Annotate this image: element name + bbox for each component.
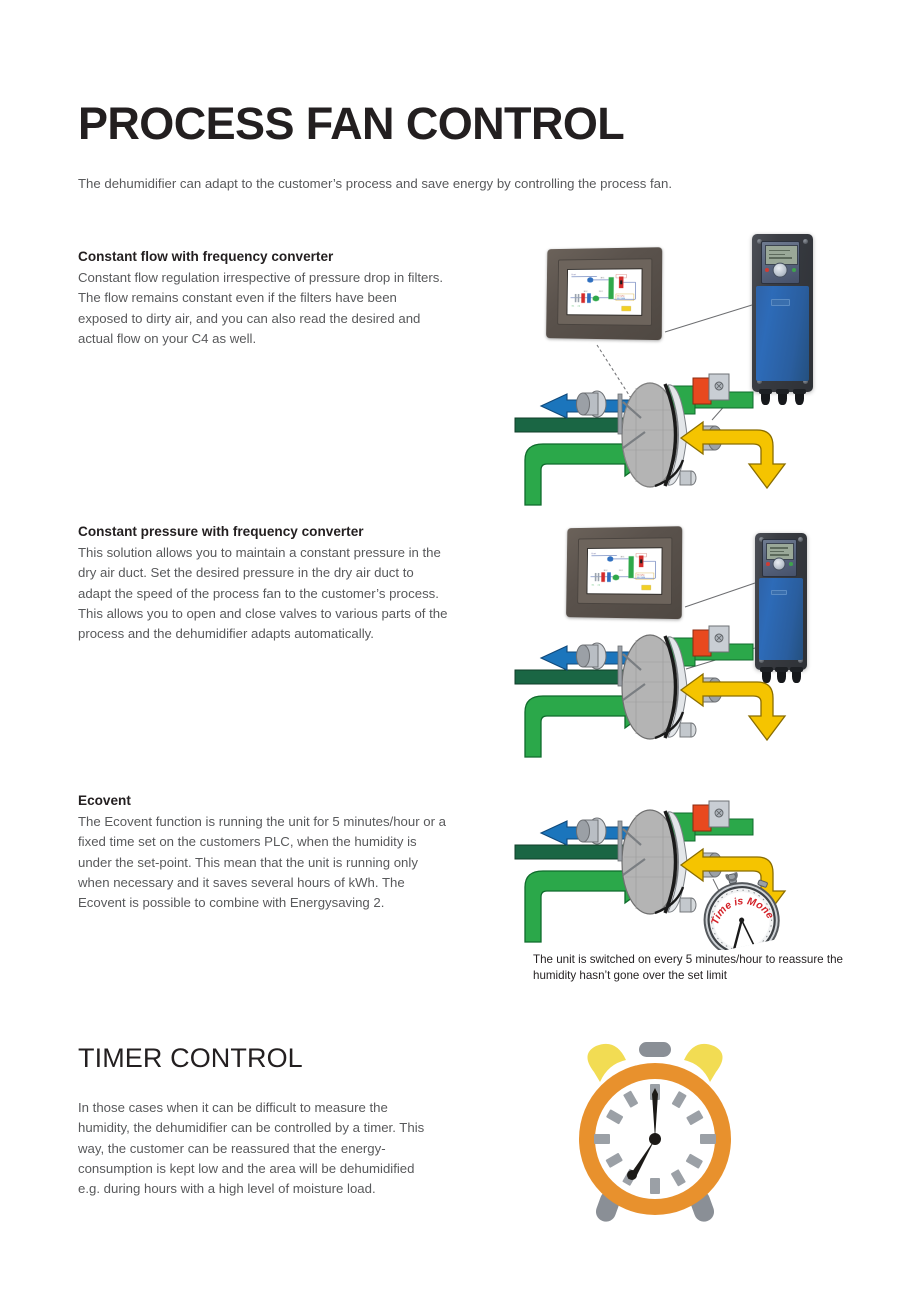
hmi-bezel-inner: Duct — [557, 258, 653, 326]
cable-gland — [775, 667, 788, 683]
converter-badge — [771, 589, 788, 596]
svg-text:21°C: 21°C — [599, 291, 604, 293]
converter-badge — [770, 299, 790, 306]
bell-left-icon — [587, 1043, 626, 1082]
desiccant-rotor — [617, 382, 697, 488]
start-button-icon[interactable] — [791, 267, 797, 273]
cable-gland — [760, 667, 773, 683]
converter-keypad — [760, 241, 801, 285]
intro-paragraph: The dehumidifier can adapt to the custom… — [78, 176, 673, 191]
svg-text:18°C: 18°C — [604, 570, 609, 572]
desiccant-rotor — [617, 809, 697, 915]
screw-icon — [757, 239, 762, 244]
svg-text:21°C: 21°C — [619, 570, 624, 572]
desiccant-dehumidifier-airflow-diagram — [514, 373, 787, 506]
duct-collar — [576, 817, 607, 845]
clock-hands — [627, 1088, 661, 1180]
converter-body — [756, 286, 809, 381]
regeneration-heater — [692, 800, 730, 832]
cable-gland — [759, 389, 772, 405]
alarm-button-icon — [639, 1042, 671, 1057]
screw-icon — [759, 537, 764, 542]
alarm-clock — [579, 1042, 731, 1222]
svg-text:2.4: 2.4 — [598, 585, 600, 587]
ecovent-caption: The unit is switched on every 5 minutes/… — [533, 953, 843, 983]
timer-control-body: In those cases when it can be difficult … — [78, 1100, 425, 1197]
bell-right-icon — [684, 1043, 723, 1082]
screw-icon — [798, 658, 803, 663]
regeneration-heater — [692, 373, 730, 405]
stop-button-icon[interactable] — [764, 267, 770, 273]
frequency-converter — [752, 234, 813, 405]
svg-text:18.2 %RH: 18.2 %RH — [637, 577, 646, 579]
hmi-touch-panel: Duct — [566, 526, 683, 620]
section-body-constant-pressure: This solution allows you to maintain a c… — [78, 545, 448, 642]
start-button-icon[interactable] — [789, 562, 793, 567]
section-heading-ecovent: Ecovent — [78, 793, 131, 808]
desiccant-dehumidifier-airflow-diagram — [514, 625, 787, 758]
page-title: PROCESS FAN CONTROL — [78, 98, 625, 149]
svg-text:36°C: 36°C — [601, 278, 606, 280]
hmi-touch-panel: Duct — [546, 247, 663, 341]
hmi-process-schematic: Duct — [567, 269, 642, 315]
svg-text:18°C: 18°C — [584, 291, 589, 293]
screw-icon — [803, 239, 808, 244]
converter-navigation-wheel[interactable] — [773, 262, 788, 278]
hmi-screen: Duct — [586, 547, 663, 595]
desiccant-rotor — [617, 634, 697, 740]
svg-text:2.4: 2.4 — [578, 306, 580, 308]
screw-icon — [759, 658, 764, 663]
hmi-bezel-inner: Duct — [577, 537, 673, 605]
stop-button-icon[interactable] — [765, 562, 770, 567]
duct-collar — [576, 390, 607, 418]
screw-icon — [757, 379, 762, 384]
cable-gland — [793, 389, 806, 405]
hmi-screen: Duct — [566, 268, 643, 316]
svg-text:8.1: 8.1 — [572, 306, 574, 308]
svg-text:36°C: 36°C — [621, 557, 626, 559]
svg-text:18.2 %RH: 18.2 %RH — [617, 298, 626, 300]
timer-control-heading: TIMER CONTROL — [78, 1043, 303, 1073]
svg-text:Duct: Duct — [592, 552, 597, 555]
svg-text:24.0 g/kg: 24.0 g/kg — [617, 296, 624, 298]
stopwatch: Time is Money — [697, 872, 780, 950]
section-body-constant-flow: Constant flow regulation irrespective of… — [78, 270, 444, 346]
svg-text:Duct: Duct — [572, 273, 577, 276]
frequency-converter — [755, 533, 807, 683]
svg-text:24.0 g/kg: 24.0 g/kg — [637, 575, 644, 577]
screw-icon — [803, 379, 808, 384]
converter-navigation-wheel[interactable] — [772, 557, 786, 571]
cable-gland — [776, 389, 789, 405]
converter-lcd-display — [766, 543, 795, 560]
duct-collar — [576, 642, 607, 670]
section-heading-constant-flow: Constant flow with frequency converter — [78, 249, 334, 264]
section-body-ecovent: The Ecovent function is running the unit… — [78, 814, 446, 911]
converter-keypad — [762, 539, 797, 577]
section-heading-constant-pressure: Constant pressure with frequency convert… — [78, 524, 364, 539]
cable-gland — [790, 667, 803, 683]
regeneration-heater — [692, 625, 730, 657]
screw-icon — [798, 537, 803, 542]
converter-body — [758, 578, 804, 661]
hmi-process-schematic: Duct — [587, 548, 662, 594]
svg-text:8.1: 8.1 — [592, 585, 594, 587]
